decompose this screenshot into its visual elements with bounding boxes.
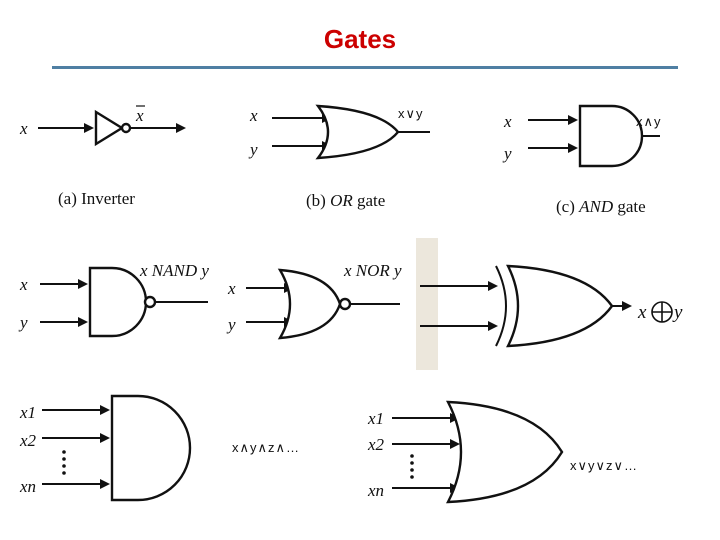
xor-panel-shadow (416, 238, 438, 370)
xor-gate: x y (416, 238, 683, 370)
xor-output-y-label: y (672, 302, 683, 323)
and-caption-prefix: (c) (556, 197, 579, 216)
multi-or-output-label: x∨y∨z∨… (570, 458, 638, 473)
inverter-triangle (94, 109, 125, 147)
nor-gate: x y x NOR y (226, 261, 402, 340)
or-caption-prefix: (b) (306, 191, 330, 210)
nor-gate-body (277, 268, 342, 340)
multi-and-ellipsis-dots (62, 450, 66, 475)
nor-output-label: x NOR y (343, 261, 402, 280)
xor-output-x-label: x (637, 302, 647, 323)
nor-input-y-label: y (226, 315, 236, 334)
xor-gate-body (506, 264, 614, 348)
multi-and-input-2-label: x2 (19, 431, 37, 450)
nor-bubble (338, 297, 352, 311)
multi-or-input-2-label: x2 (367, 435, 385, 454)
inverter-caption: (a) Inverter (58, 189, 135, 208)
inverter-bubble (120, 122, 132, 134)
multi-and-output-label: x∧y∧z∧… (232, 440, 300, 455)
inverter-input-label: x (19, 119, 28, 138)
or-gate: x y x∨y (b) OR gate (248, 104, 430, 210)
nand-output-label: x NAND y (139, 261, 209, 280)
multi-or-input-n-label: xn (367, 481, 384, 500)
or-input-x-label: x (249, 106, 258, 125)
multi-or-input-1-label: x1 (367, 409, 384, 428)
and-input-y-label: y (502, 144, 512, 163)
and-input-x-label: x (503, 112, 512, 131)
and-gate-body (578, 104, 644, 168)
nor-input-x-label: x (227, 279, 236, 298)
nand-input-y-label: y (18, 313, 28, 332)
nand-input-x-label: x (19, 275, 28, 294)
or-output-label: x∨y (398, 106, 424, 121)
multi-and-input-1-label: x1 (19, 403, 36, 422)
nand-gate: x y x NAND y (18, 261, 209, 338)
inverter-gate: x x (a) Inverter (19, 105, 186, 208)
nand-bubble (143, 295, 157, 309)
and-caption-suffix: gate (613, 197, 646, 216)
or-caption-name: OR (330, 191, 353, 210)
page-title: Gates (323, 24, 397, 54)
and-caption: (c) AND gate (556, 197, 646, 216)
and-gate: x y x∧y (c) AND gate (502, 104, 662, 216)
multi-and-gate: x1 x2 xn x∧y∧z∧… (19, 394, 300, 502)
or-gate-body (315, 104, 400, 160)
title-divider (52, 66, 678, 69)
or-caption: (b) OR gate (306, 191, 385, 210)
xor-extra-arc (495, 265, 507, 347)
multi-or-gate: x1 x2 xn x∨y∨z∨… (367, 400, 638, 504)
multi-or-ellipsis-dots (410, 454, 414, 479)
multi-or-gate-body (445, 400, 564, 504)
inverter-output-label: x (135, 106, 144, 125)
or-caption-suffix: gate (353, 191, 386, 210)
nand-gate-body (88, 266, 148, 338)
multi-and-gate-body (110, 394, 192, 502)
or-input-y-label: y (248, 140, 258, 159)
and-output-label: x∧y (636, 114, 662, 129)
and-caption-name: AND (578, 197, 614, 216)
multi-and-input-n-label: xn (19, 477, 36, 496)
